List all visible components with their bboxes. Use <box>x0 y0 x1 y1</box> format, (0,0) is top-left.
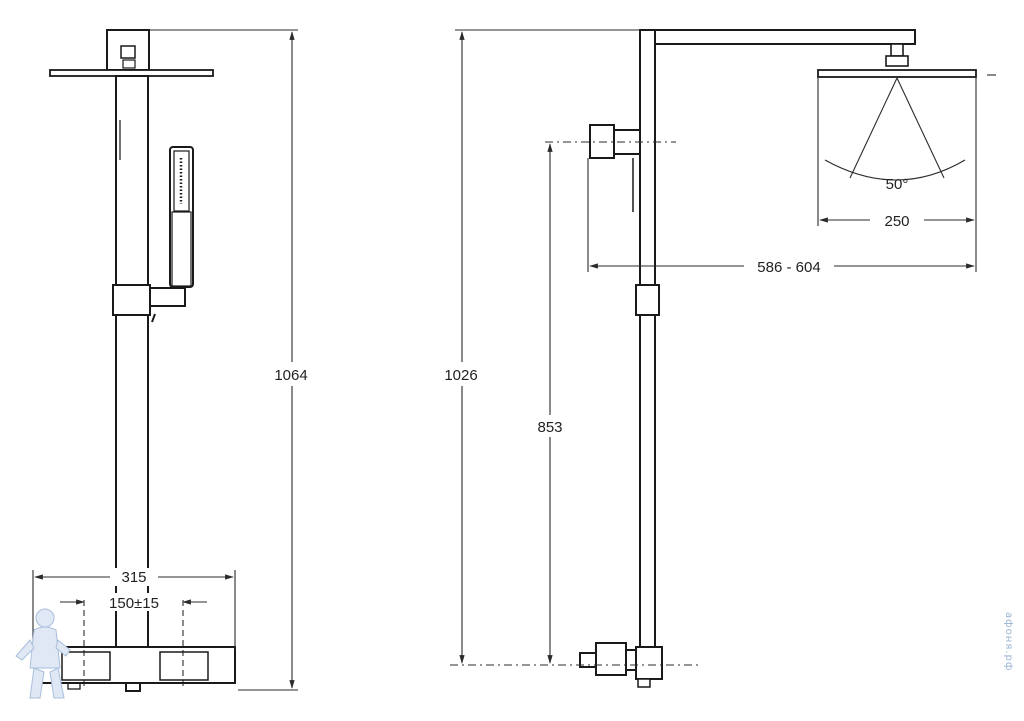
side-mixer <box>595 642 627 676</box>
total-height-label: 1026 <box>444 367 477 384</box>
front-view <box>34 29 236 692</box>
spray-angle-label: 50° <box>886 176 909 193</box>
side-view <box>579 29 977 688</box>
projection-label: 586 - 604 <box>757 259 820 276</box>
front-height-label: 1064 <box>274 367 307 384</box>
head-diameter-label: 250 <box>884 213 909 230</box>
front-column <box>115 75 149 651</box>
outlet-height-label: 853 <box>537 419 562 436</box>
side-spray-angle <box>817 77 977 226</box>
front-hand-shower <box>169 146 194 288</box>
side-coupling <box>635 284 660 316</box>
front-top-mount <box>106 29 150 71</box>
front-dimensions <box>32 29 298 691</box>
front-inlet-spacing-label: 150±15 <box>109 595 159 612</box>
front-slider-bracket <box>112 284 151 316</box>
side-shower-head <box>817 69 977 78</box>
watermark-text: афоня.рф <box>1003 612 1014 671</box>
side-riser <box>639 29 656 651</box>
side-overhead-arm <box>640 29 916 45</box>
front-width-label: 315 <box>121 569 146 586</box>
mascot-logo <box>15 608 71 699</box>
side-dimensions <box>450 29 996 666</box>
